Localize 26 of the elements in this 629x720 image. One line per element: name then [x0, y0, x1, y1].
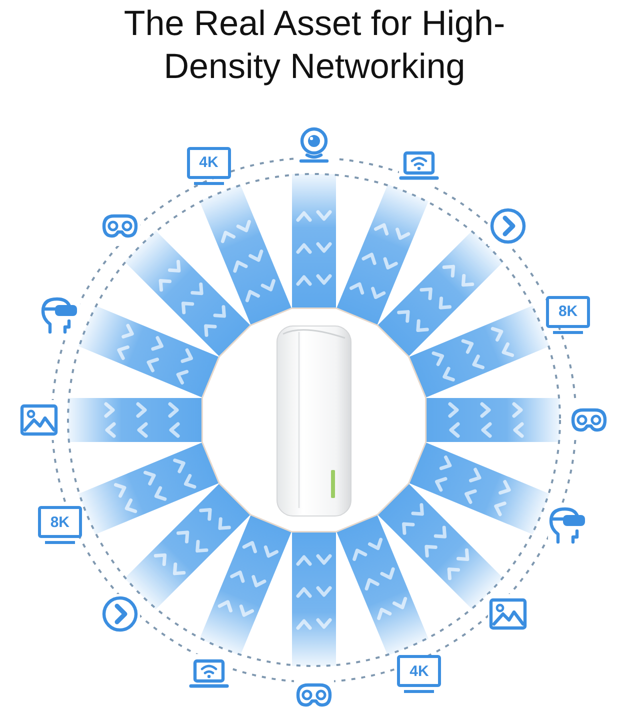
data-beam [78, 442, 219, 534]
data-beam [124, 230, 250, 356]
title: The Real Asset for High-Density Networking [122, 3, 506, 88]
data-beam [378, 230, 504, 356]
data-beam [336, 515, 428, 656]
monitor-icon [38, 506, 82, 544]
data-beam [378, 484, 504, 610]
data-beam [336, 184, 428, 325]
monitor-icon [397, 655, 442, 694]
monitor-icon [186, 146, 231, 185]
data-beam [200, 184, 292, 325]
data-beam [426, 398, 560, 442]
data-beam [409, 442, 550, 534]
data-beam [68, 398, 202, 442]
router-hub-drawing [200, 306, 428, 534]
data-beam [78, 306, 219, 398]
data-beam [124, 484, 250, 610]
monitor-icon [546, 296, 590, 334]
resolution-label: 4K [199, 155, 218, 170]
resolution-label: 8K [50, 514, 70, 530]
data-beam [292, 532, 336, 666]
data-beam [409, 306, 550, 398]
data-beam [200, 515, 292, 656]
resolution-label: 4K [410, 664, 429, 679]
data-beam [292, 174, 336, 308]
resolution-label: 8K [558, 304, 578, 320]
